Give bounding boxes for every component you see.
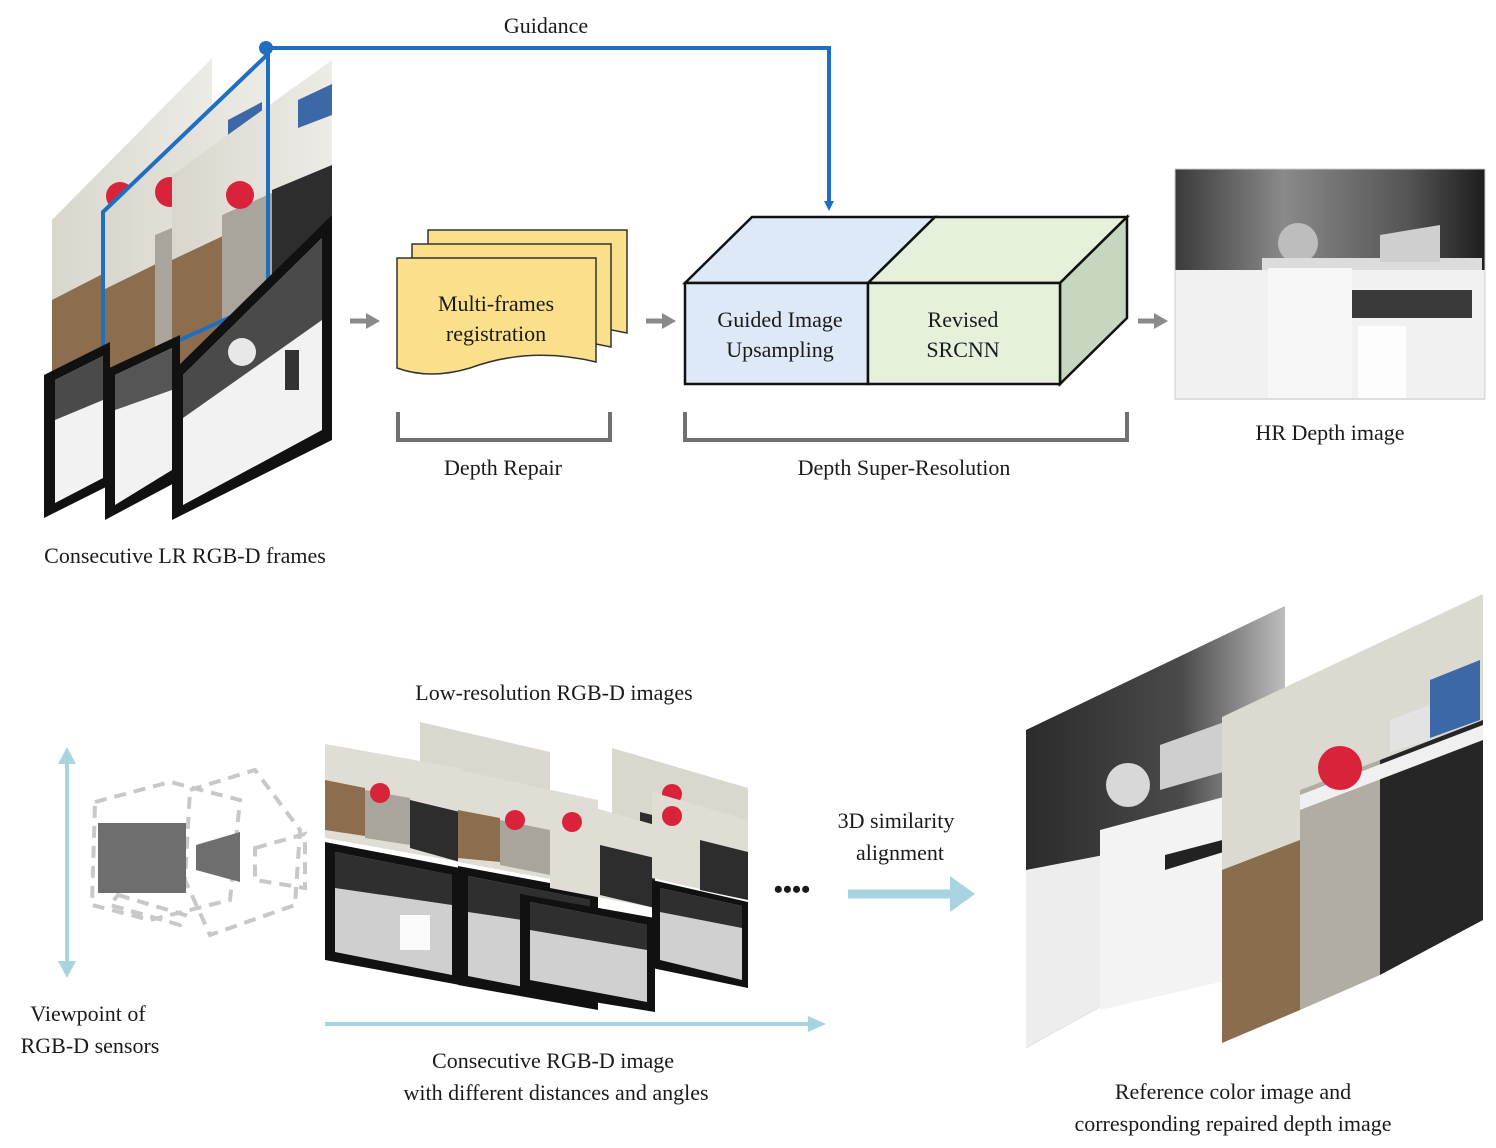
hr-depth-label: HR Depth image [1255, 420, 1404, 445]
lr-frames-label: Consecutive LR RGB-D frames [44, 543, 326, 568]
guidance-label: Guidance [504, 13, 588, 38]
alignment-arrow [848, 876, 975, 912]
similarity-label-line1: 3D similarity [838, 808, 955, 833]
double-headed-arrow-icon [58, 747, 76, 978]
multi-frames-label-line2: registration [446, 321, 546, 346]
depth-sr-box: Guided Image Upsampling Revised SRCNN [681, 214, 1131, 387]
multi-frames-label-line1: Multi-frames [438, 291, 554, 316]
lowres-depth-3 [520, 894, 655, 1012]
lr-depth-frame-3 [172, 215, 332, 520]
flow-arrow-3 [1138, 313, 1168, 329]
reference-label-line2: corresponding repaired depth image [1074, 1111, 1391, 1136]
lowres-depth-1 [325, 842, 460, 985]
similarity-label-line2: alignment [856, 840, 944, 865]
viewpoint-label-line1: Viewpoint of [30, 1001, 146, 1026]
reference-color-image [1222, 594, 1483, 1043]
revised-label-line2: SRCNN [926, 337, 999, 362]
guided-label-line2: Upsampling [726, 337, 834, 362]
reference-depth-image [1026, 606, 1285, 1048]
lowres-depth-4 [652, 880, 748, 988]
revised-label-line1: Revised [928, 307, 999, 332]
guided-upsampling-face [683, 281, 870, 386]
multi-frames-registration-block: Multi-frames registration [396, 229, 628, 375]
depth-sr-label: Depth Super-Resolution [798, 455, 1011, 480]
lowres-color-1 [325, 744, 460, 862]
depth-repair-bracket: Depth Repair [396, 412, 612, 480]
depth-sr-bracket: Depth Super-Resolution [683, 412, 1129, 480]
lr-depth-frame-2 [105, 335, 180, 520]
consecutive-arrow [325, 1016, 826, 1032]
consecutive-label-line1: Consecutive RGB-D image [432, 1048, 674, 1073]
hr-depth-image [1174, 168, 1486, 400]
depth-repair-label: Depth Repair [444, 455, 563, 480]
low-res-label: Low-resolution RGB-D images [415, 680, 692, 705]
viewpoint-label-line2: RGB-D sensors [21, 1033, 160, 1058]
ellipsis: •••• [774, 875, 810, 904]
lowres-color-4 [652, 792, 748, 900]
lr-depth-frame-1 [44, 342, 110, 518]
flow-arrow-1 [350, 313, 380, 329]
rgb-d-camera-icon [89, 767, 307, 938]
guided-label-line1: Guided Image [717, 307, 842, 332]
revised-srcnn-face [866, 281, 1062, 386]
reference-label-line1: Reference color image and [1115, 1079, 1351, 1104]
lr-frames-stack [44, 49, 332, 520]
guidance-connector: Guidance [259, 13, 834, 211]
consecutive-label-line2: with different distances and angles [403, 1080, 708, 1105]
flow-arrow-2 [646, 313, 676, 329]
lowres-color-3 [550, 795, 655, 908]
